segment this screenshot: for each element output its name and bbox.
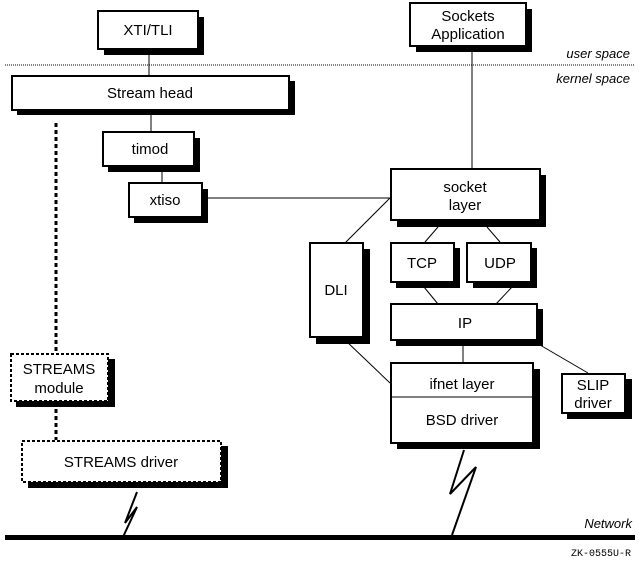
- kernel-space-label: kernel space: [556, 71, 630, 86]
- socket-layer-box: socket layer: [390, 168, 546, 227]
- socket-layer-label-1: socket: [443, 179, 487, 196]
- connector-udp-ip: [495, 286, 513, 305]
- streams-driver-network-link-icon: [122, 491, 138, 538]
- timod-label: timod: [132, 141, 169, 158]
- user-space-label: user space: [566, 46, 630, 61]
- timod-box: timod: [102, 131, 200, 172]
- slip-driver-box: SLIP driver: [561, 373, 632, 419]
- udp-box: UDP: [466, 242, 537, 288]
- sockets-application-box: Sockets Application: [409, 2, 532, 52]
- dli-label: DLI: [324, 282, 347, 299]
- xti-tli-box: XTI/TLI: [97, 10, 204, 55]
- bsd-driver-label: BSD driver: [426, 412, 499, 429]
- tcp-box: TCP: [390, 242, 460, 288]
- slip-driver-label-1: SLIP: [577, 377, 610, 394]
- sockets-application-label-2: Application: [431, 26, 504, 43]
- figure-id: ZK-0555U-R: [571, 549, 631, 560]
- ifnet-layer-label: ifnet layer: [429, 376, 494, 393]
- dli-box: DLI: [309, 242, 370, 344]
- ifnet-bsd-box: ifnet layer BSD driver: [390, 362, 540, 449]
- udp-label: UDP: [484, 255, 516, 272]
- xti-tli-label: XTI/TLI: [123, 22, 172, 39]
- slip-driver-label-2: driver: [574, 395, 612, 412]
- stream-head-box: Stream head: [11, 75, 295, 115]
- bsd-driver-network-link-icon: [449, 449, 477, 536]
- streams-driver-box: STREAMS driver: [21, 440, 228, 488]
- tcp-label: TCP: [407, 255, 437, 272]
- connector-ip-slip: [539, 344, 589, 374]
- sockets-application-label-1: Sockets: [441, 8, 494, 25]
- streams-module-label-1: STREAMS: [23, 361, 96, 378]
- connector-socketlayer-dli: [344, 197, 391, 244]
- ip-box: IP: [390, 303, 543, 346]
- connector-socketlayer-udp: [486, 226, 501, 243]
- network-bus: [5, 535, 635, 540]
- network-label: Network: [584, 516, 633, 531]
- xtiso-label: xtiso: [150, 192, 181, 209]
- streams-module-label-2: module: [34, 380, 83, 397]
- streams-driver-label: STREAMS driver: [64, 454, 178, 471]
- stream-head-label: Stream head: [107, 85, 193, 102]
- ip-label: IP: [458, 315, 472, 332]
- connector-dli-ifnet: [344, 339, 391, 384]
- socket-layer-label-2: layer: [449, 197, 482, 214]
- streams-module-box: STREAMS module: [10, 353, 115, 407]
- xtiso-box: xtiso: [128, 182, 208, 223]
- connector-tcp-ip: [423, 286, 439, 305]
- connector-socketlayer-tcp: [424, 226, 439, 243]
